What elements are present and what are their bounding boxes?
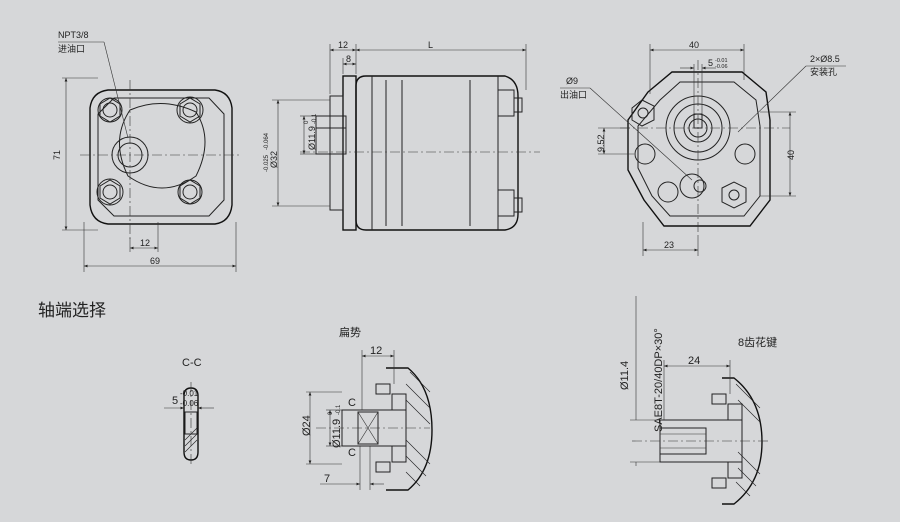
rear-top-width-dim: 40	[689, 40, 699, 50]
cc-key-tol-upper: -0.01	[180, 389, 199, 398]
outlet-name-label: 出油口	[560, 89, 587, 100]
flat-d24-dim: Ø24	[301, 415, 313, 436]
side-step-dim: 8	[346, 54, 351, 64]
side-shaft-tol-upper: 0	[304, 120, 310, 124]
cc-section-label: C-C	[182, 357, 202, 369]
side-flange-dim: 12	[338, 40, 348, 50]
front-height-dim: 71	[52, 150, 62, 160]
port-thread-label: NPT3/8	[58, 30, 89, 40]
side-pilot-tol-upper: -0.025	[264, 154, 270, 172]
front-offset-dim: 12	[140, 238, 150, 248]
rear-bottom-offset-dim: 23	[664, 240, 674, 250]
front-view: NPT3/8 进油口 71 12 69	[52, 30, 240, 272]
cc-key-tol-lower: -0.06	[180, 399, 199, 408]
flat-shaft-view: 扁势 12 Ø24 Ø11.9 0 -0.1	[301, 326, 433, 491]
rear-key-tol-lower: -0.06	[715, 64, 728, 70]
spline-length-dim: 24	[688, 355, 700, 367]
cc-key-width: 5	[172, 395, 178, 407]
flat-shaft-tol-upper: 0	[328, 411, 334, 415]
side-pilot-tol-lower: -0.064	[264, 132, 270, 150]
spline-shaft-title: 8齿花键	[738, 335, 777, 349]
mount-holes-name: 安装孔	[810, 66, 837, 77]
flat-section-mark-bottom: C	[348, 447, 356, 459]
rear-right-height-dim: 40	[786, 150, 796, 160]
flat-length-dim: 12	[370, 345, 382, 357]
rear-key-dim: 5	[708, 58, 713, 68]
spline-dia-dim: Ø11.4	[619, 361, 631, 390]
rear-key-tol-upper: -0.01	[715, 58, 728, 64]
port-name-label: 进油口	[58, 43, 85, 54]
flat-section-mark-top: C	[348, 397, 356, 409]
rear-vertical-offset-dim: 9.52	[596, 134, 606, 152]
spline-spec-label: SAE8T-20/40DP×30°	[653, 328, 665, 432]
flat-shaft-tol-lower: -0.1	[336, 404, 342, 415]
outlet-dia-label: Ø9	[566, 76, 578, 86]
side-shaft-dim: Ø11.9	[307, 126, 317, 150]
cc-section-view: C-C 5 -0.01 -0.06	[164, 357, 214, 466]
front-width-dim: 69	[150, 256, 160, 266]
side-view: 12 8 L Ø32 -0.025 -0.064 Ø11.9 0 -0.1	[264, 40, 540, 231]
side-pilot-dim: Ø32	[269, 151, 279, 168]
flat-shaft-dim: Ø11.9	[331, 419, 343, 448]
shaft-options-heading: 轴端选择	[38, 301, 106, 320]
side-shaft-tol-lower: -0.1	[312, 113, 318, 124]
flat-bottom-dim: 7	[324, 473, 330, 485]
side-length-dim: L	[428, 40, 433, 50]
flat-shaft-title: 扁势	[339, 326, 361, 339]
spline-shaft-view: 8齿花键 24 Ø11.4 SAE8T-20/40DP×30°	[619, 296, 777, 505]
rear-view: 40 5 -0.01 -0.06 2×Ø8.5 安装孔 Ø9 出油口 9.52 …	[560, 40, 846, 256]
mount-holes-label: 2×Ø8.5	[810, 54, 840, 64]
